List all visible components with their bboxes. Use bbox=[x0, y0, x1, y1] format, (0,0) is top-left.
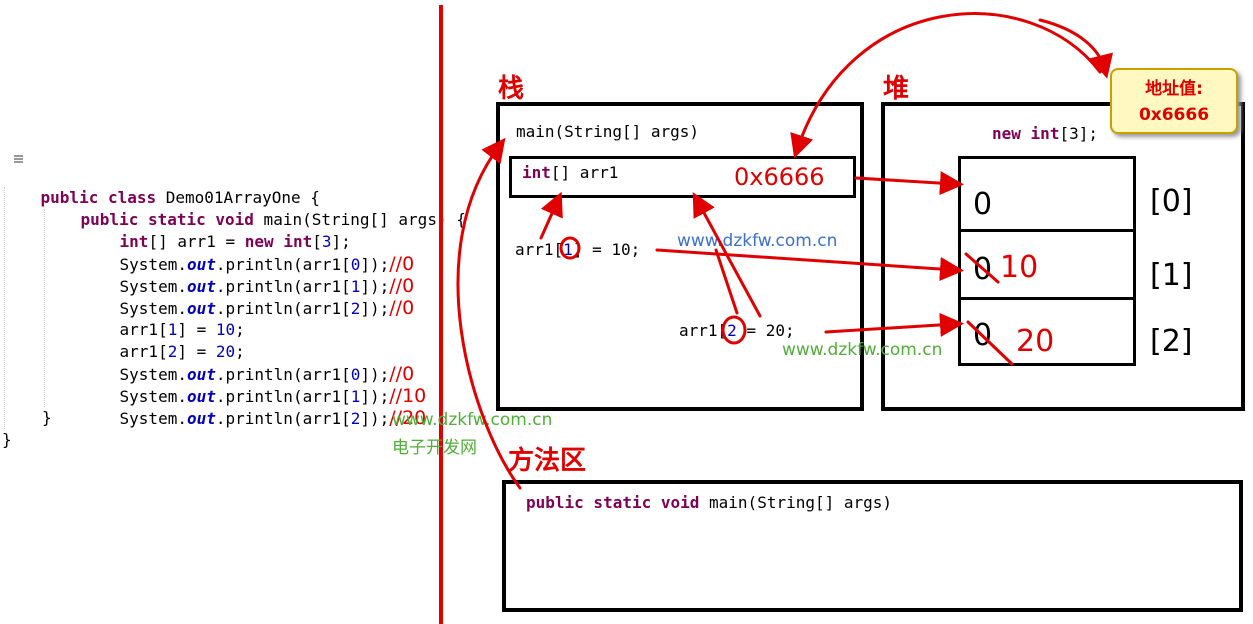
strike-mark bbox=[964, 252, 1000, 284]
watermark: 电子开发网 bbox=[392, 438, 477, 458]
code-line-13: } bbox=[2, 430, 12, 449]
code-line-11: System.out.println(arr1[2]);//20 bbox=[119, 407, 427, 429]
code-line-8: arr1[2] = 20; bbox=[119, 342, 245, 361]
code-marker-icon bbox=[14, 155, 23, 163]
stack-address: 0x6666 bbox=[734, 163, 825, 191]
address-callout: 地址值: 0x6666 bbox=[1110, 68, 1238, 134]
arrow-method-to-stack bbox=[456, 137, 522, 490]
stack-title: 栈 bbox=[498, 74, 525, 104]
code-line-12: } bbox=[42, 408, 52, 427]
divider-line bbox=[439, 5, 443, 624]
code-line-2: public static void main(String[] args) { bbox=[80, 210, 466, 229]
arrow-assign2-to-heap bbox=[824, 312, 964, 337]
array-index: [0] bbox=[1150, 184, 1193, 219]
new-value: 20 bbox=[1016, 324, 1055, 359]
method-area-box bbox=[502, 480, 1243, 612]
method-signature: public static void main(String[] args) bbox=[526, 493, 893, 512]
heap-title: 堆 bbox=[883, 74, 910, 104]
arrow-up-1 bbox=[539, 191, 563, 240]
code-line-7: arr1[1] = 10; bbox=[119, 320, 245, 339]
method-area-title: 方法区 bbox=[508, 446, 587, 476]
arrow-heap-to-address bbox=[790, 12, 1102, 159]
assignment-2: arr1[2 = 20; bbox=[679, 321, 795, 340]
arrow-up-3 bbox=[714, 248, 739, 315]
new-value: 10 bbox=[1000, 250, 1039, 285]
code-line-1: public class Demo01ArrayOne { bbox=[40, 188, 320, 207]
array-index: [1] bbox=[1150, 258, 1193, 293]
circle-index-2 bbox=[721, 315, 747, 345]
arrow-up-2 bbox=[692, 192, 762, 318]
code-line-3: int[] arr1 = new int[3]; bbox=[119, 232, 351, 251]
watermark: www.dzkfw.com.cn bbox=[392, 410, 553, 430]
watermark: www.dzkfw.com.cn bbox=[782, 340, 943, 360]
stack-variable-box bbox=[509, 156, 856, 198]
code-line-4: System.out.println(arr1[0]);//0 bbox=[119, 253, 415, 275]
array-cell: 0 bbox=[958, 156, 1136, 232]
stack-frame-label: main(String[] args) bbox=[516, 122, 700, 141]
code-line-5: System.out.println(arr1[1]);//0 bbox=[119, 275, 415, 297]
array-index: [2] bbox=[1150, 324, 1193, 359]
code-line-10: System.out.println(arr1[1]);//10 bbox=[119, 385, 427, 407]
arrow-address-to-heap bbox=[854, 171, 964, 196]
arrow-arc-to-callout bbox=[1038, 18, 1113, 79]
stack-variable-label: int[] arr1 bbox=[522, 163, 619, 182]
strike-mark bbox=[966, 320, 1014, 366]
indent-guide bbox=[4, 187, 5, 429]
circle-index-1 bbox=[559, 236, 581, 260]
heap-expression: new int[3]; bbox=[992, 124, 1098, 143]
code-line-9: System.out.println(arr1[0]);//0 bbox=[119, 363, 415, 385]
arrow-assign1-to-heap bbox=[655, 248, 964, 281]
code-line-6: System.out.println(arr1[2]);//0 bbox=[119, 297, 415, 319]
indent-guide bbox=[44, 209, 45, 407]
